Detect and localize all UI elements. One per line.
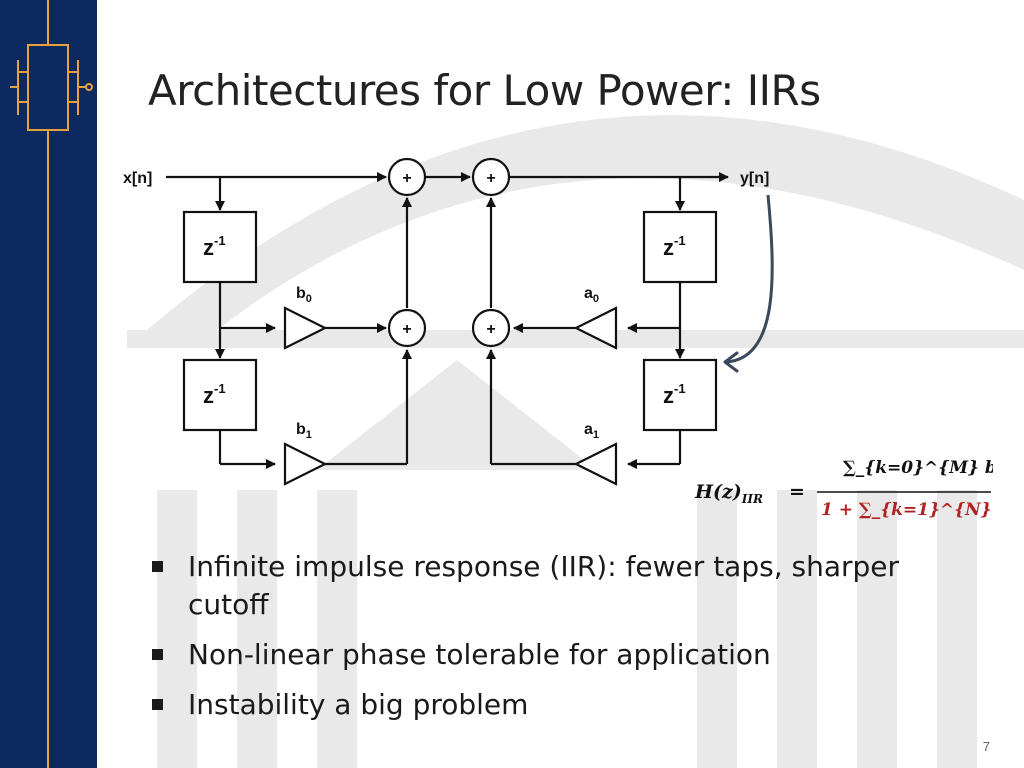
formula-lhs: H(z)IIR: [694, 481, 763, 506]
bullet-marker-icon: [152, 699, 163, 710]
output-feedback-arrow: [724, 194, 774, 364]
bullet-marker-icon: [152, 561, 163, 572]
delay-block-fb-2: z-1: [642, 358, 718, 432]
transfer-function-formula: H(z)IIR = ∑_{k=0}^{M} b_k z^{−k} 1 + ∑_{…: [694, 458, 993, 520]
adder-top-left: +: [387, 157, 427, 197]
delay-block-fb-1: z-1: [642, 210, 718, 284]
sidebar-banner: [0, 0, 97, 768]
svg-text:z-1: z-1: [203, 381, 226, 408]
svg-text:+: +: [402, 170, 411, 187]
watermark-arch: [127, 115, 1024, 768]
formula-denominator: 1 + ∑_{k=1}^{N} a_k z^{−k}: [821, 500, 993, 520]
iir-block-diagram: + + + + z-1 z-1 z-1 z-1 x[n] y[n] b0 b1 …: [123, 157, 774, 486]
bullet-item: Instability a big problem: [148, 686, 948, 724]
formula-equals: =: [789, 481, 805, 503]
circuit-logo-icon: [10, 0, 93, 768]
gain-b1-label: b1: [296, 421, 312, 441]
bullet-marker-icon: [152, 649, 163, 660]
adder-mid-left: +: [387, 308, 427, 348]
output-label: y[n]: [740, 170, 769, 187]
svg-text:+: +: [486, 170, 495, 187]
bullet-item: Non-linear phase tolerable for applicati…: [148, 636, 948, 674]
adder-top-right: +: [471, 157, 511, 197]
svg-text:z-1: z-1: [663, 233, 686, 260]
gain-a1-triangle: [573, 442, 618, 486]
page-number: 7: [982, 739, 990, 754]
bullet-list: Infinite impulse response (IIR): fewer t…: [148, 548, 948, 736]
adder-mid-right: +: [471, 308, 511, 348]
svg-text:+: +: [486, 321, 495, 338]
gain-a0-label: a0: [584, 285, 599, 305]
gain-a1-label: a1: [584, 421, 599, 441]
delay-block-ff-1: z-1: [182, 210, 258, 284]
gain-b0-label: b0: [296, 285, 312, 305]
gain-b0-triangle: [283, 306, 328, 350]
slide-title: Architectures for Low Power: IIRs: [148, 66, 821, 115]
gain-a0-triangle: [573, 306, 618, 350]
gain-b1-triangle: [283, 442, 328, 486]
formula-numerator: ∑_{k=0}^{M} b_k z^{−k}: [843, 458, 993, 478]
input-label: x[n]: [123, 170, 152, 187]
bullet-item: Infinite impulse response (IIR): fewer t…: [148, 548, 948, 624]
delay-block-ff-2: z-1: [182, 358, 258, 432]
svg-text:+: +: [402, 321, 411, 338]
svg-text:z-1: z-1: [203, 233, 226, 260]
svg-text:z-1: z-1: [663, 381, 686, 408]
